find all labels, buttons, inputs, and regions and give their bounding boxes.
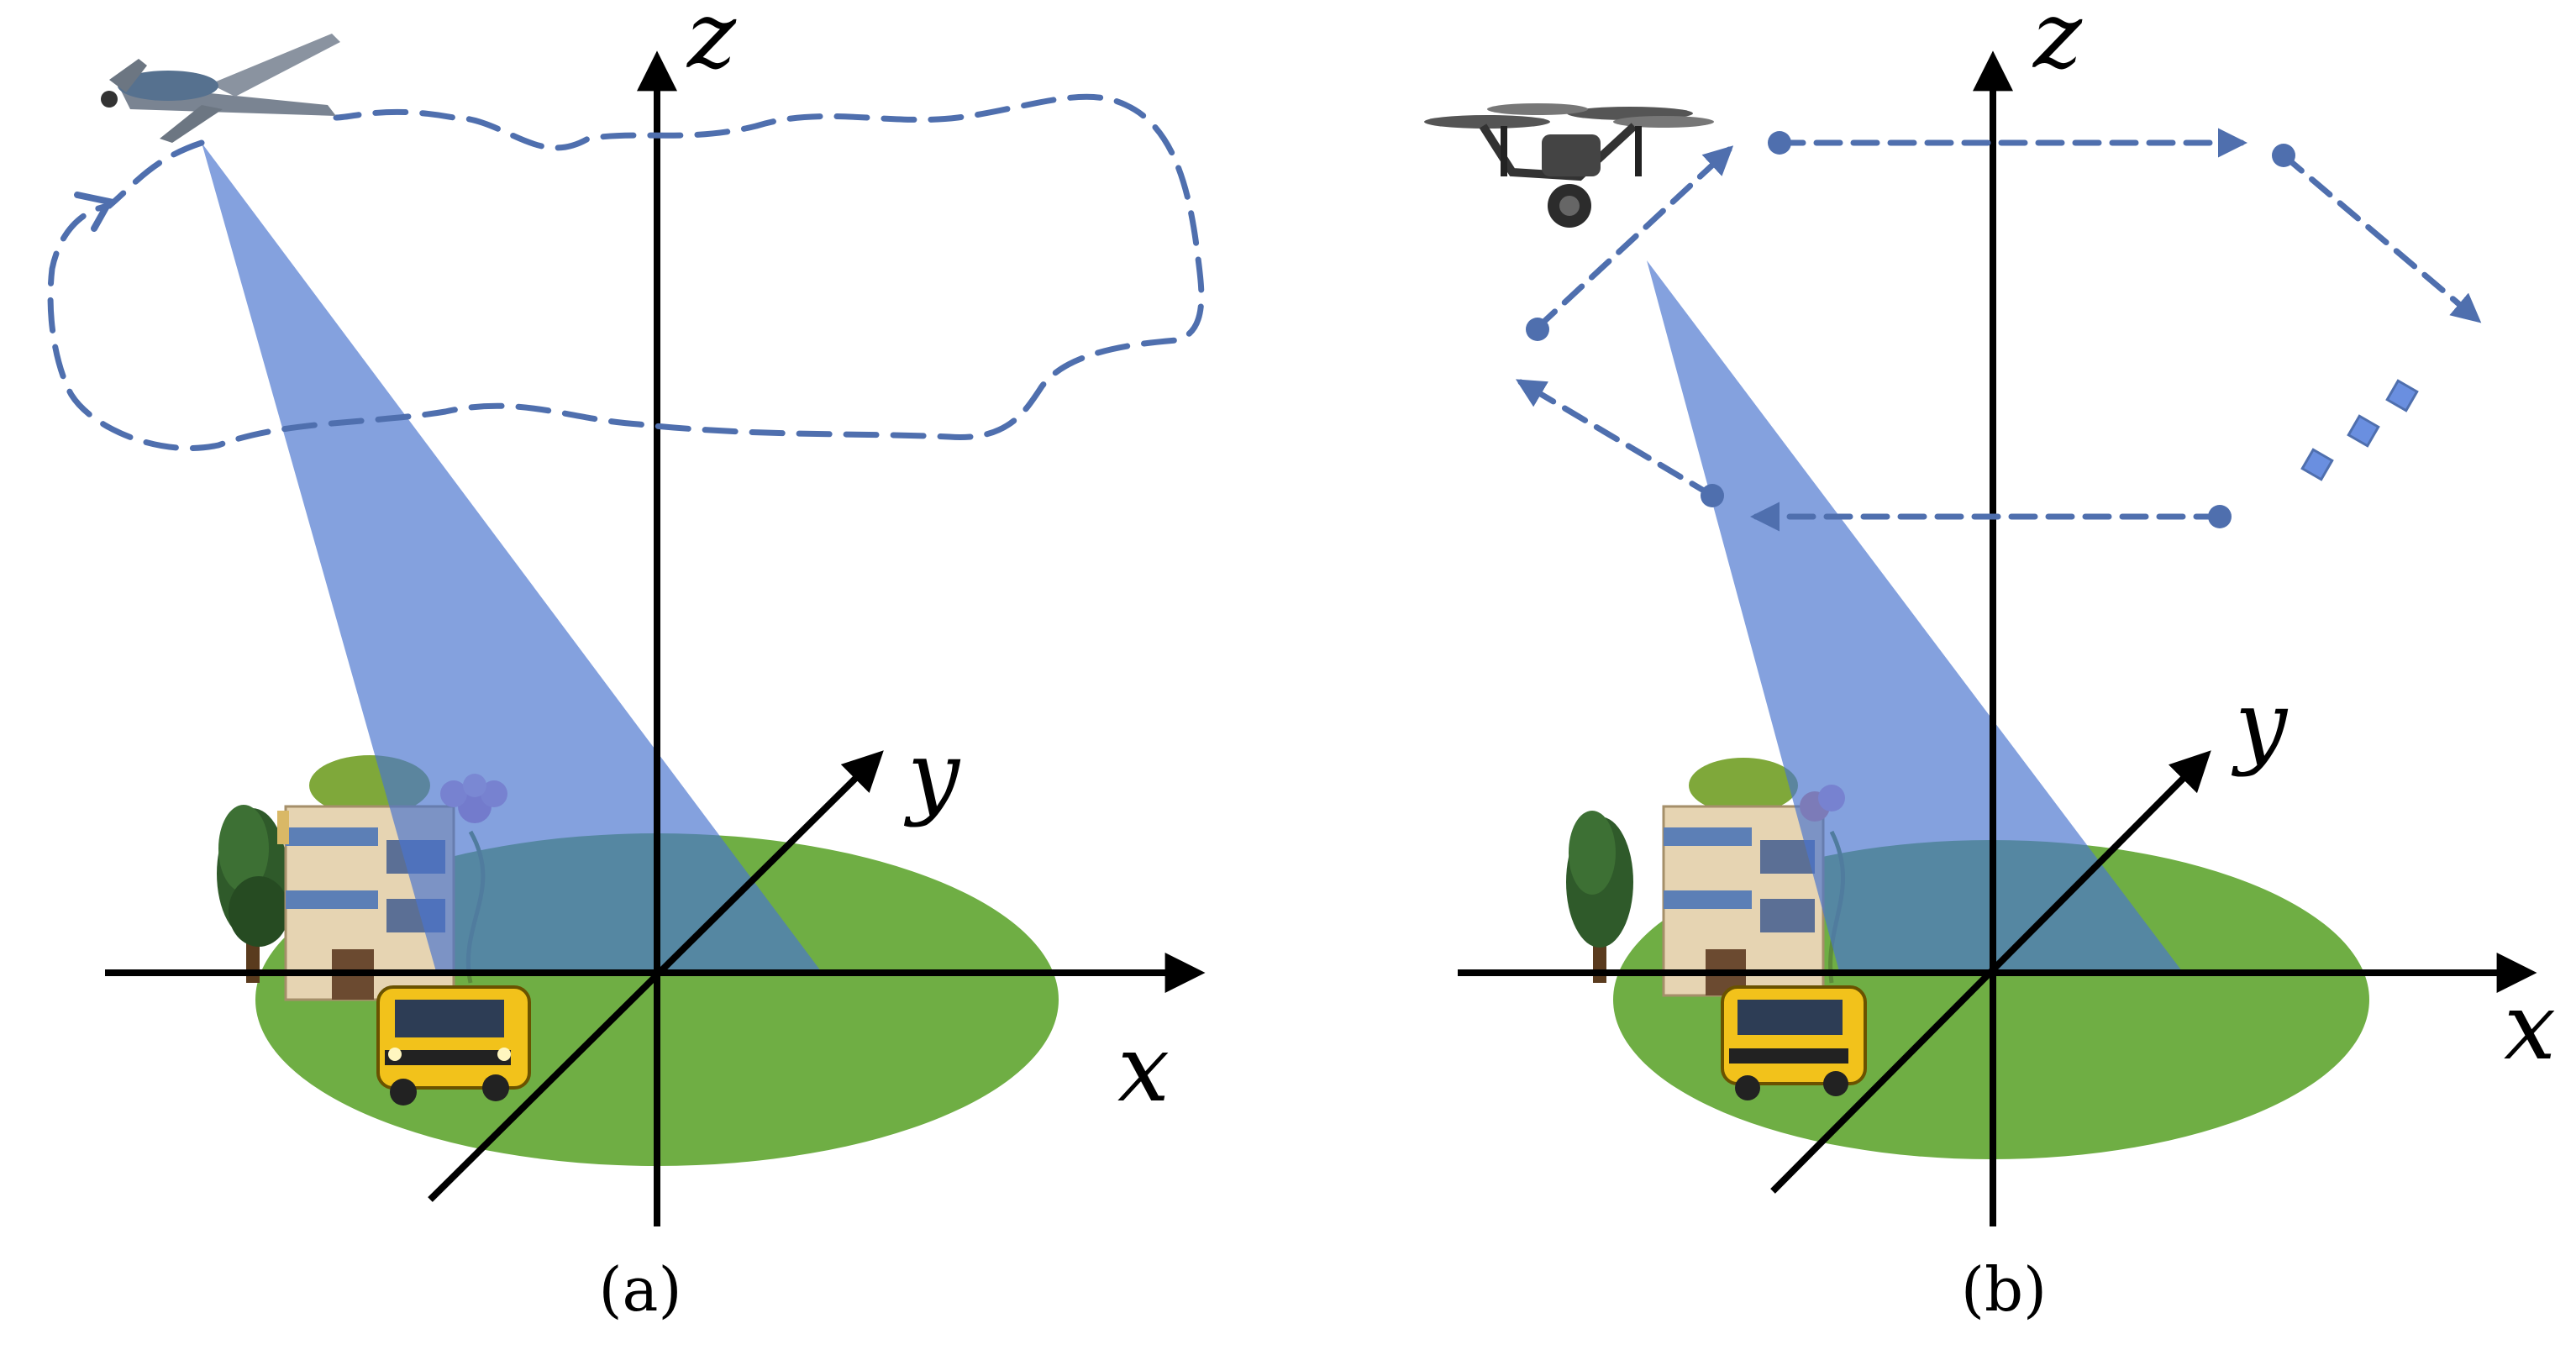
fixed-wing-drone-icon: [101, 34, 340, 143]
scan-path: [1515, 128, 2482, 532]
z-axis-label: z: [686, 0, 737, 89]
caption-b: (b): [1961, 1254, 2047, 1325]
x-axis-label: x: [2504, 973, 2556, 1080]
tree-icon: [1566, 811, 1633, 983]
tree-icon: [217, 805, 289, 983]
y-axis: [1770, 750, 2211, 1194]
school-bus-icon: [376, 985, 531, 1106]
y-axis-label: y: [2231, 670, 2289, 778]
caption-a: (a): [598, 1254, 681, 1325]
quadcopter-icon: [1424, 103, 1714, 228]
y-axis-label: y: [903, 721, 961, 828]
panel-b: z y x: [1424, 0, 2556, 1325]
continuation-dots: [2300, 379, 2419, 481]
panel-a: z y x (a): [47, 0, 1206, 1325]
x-axis-label: x: [1117, 1015, 1170, 1122]
building-icon: [1662, 758, 1825, 997]
flight-path: [47, 93, 1205, 451]
sensor-beam: [202, 143, 823, 974]
flight-path-arrowhead: [74, 192, 115, 232]
sensor-beam: [1647, 260, 2184, 974]
school-bus-icon: [1721, 985, 1867, 1100]
y-axis: [428, 750, 884, 1202]
waypoints: [1526, 131, 2295, 528]
z-axis-label: z: [2032, 0, 2083, 89]
